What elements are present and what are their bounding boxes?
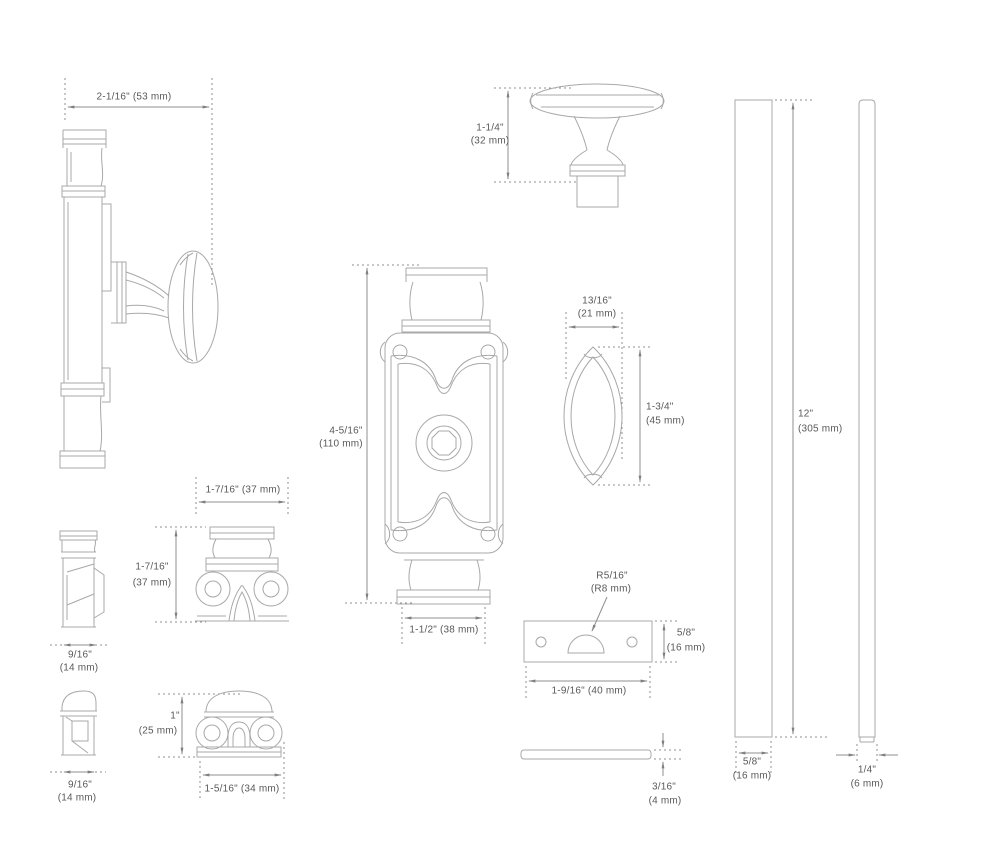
dim-label-rod-length-mm: (305 mm) xyxy=(798,423,843,435)
rod-flat-view xyxy=(734,99,773,776)
bracket-lobe xyxy=(253,571,289,607)
dim-label-strike-height-mm: (16 mm) xyxy=(666,642,706,654)
knob-stem xyxy=(570,115,624,166)
knob xyxy=(167,250,219,364)
guide-bracket-front-upper-view xyxy=(155,477,289,623)
extension-line xyxy=(195,477,289,516)
knob-neck xyxy=(125,271,170,319)
dim-label-guide-front-lower-height-in: 1" xyxy=(170,710,180,722)
dim-label-strike-width: 1-9/16" (40 mm) xyxy=(551,685,627,697)
screw-hole xyxy=(535,636,547,648)
dim-label-guide-side-lower-width-mm: (14 mm) xyxy=(57,792,97,804)
rod-length-dimension xyxy=(775,99,830,738)
dim-label-plate-height-mm: (110 mm) xyxy=(319,438,363,450)
guide-bracket-side-upper-view xyxy=(50,530,108,647)
dim-label-guide-front-upper-height-mm: (37 mm) xyxy=(132,577,172,589)
bracket-lobe xyxy=(195,716,229,750)
dim-label-oval-height-in: 1-3/4" xyxy=(646,401,674,413)
dim-label-knob-height-in: 1-1/4" xyxy=(476,122,504,134)
half-round-notch xyxy=(567,634,605,654)
screw-hole xyxy=(392,526,408,542)
dim-label-oval-height-mm: (45 mm) xyxy=(646,415,685,427)
knob-detail-view xyxy=(494,83,665,208)
dim-label-plate-width: 1-1/2" (38 mm) xyxy=(409,624,479,636)
dim-label-rod-length-in: 12" xyxy=(798,408,814,420)
dim-label-guide-side-upper-width-mm: (14 mm) xyxy=(59,662,99,674)
extension-line xyxy=(654,749,682,760)
oval-outline xyxy=(563,346,623,486)
screw-hole xyxy=(257,724,275,742)
rod-round-view xyxy=(836,99,898,764)
guide-bracket-side-lower-view xyxy=(50,690,106,774)
dim-label-guide-front-lower-width: 1-5/16" (34 mm) xyxy=(204,783,280,795)
screw-hole xyxy=(204,580,222,598)
dim-label-strike-height-in: 5/8" xyxy=(676,627,696,639)
dim-label-strike-radius-in: R5/16" xyxy=(596,570,628,582)
screw-hole xyxy=(480,526,496,542)
dim-label-guide-side-upper-width-in: 9/16" xyxy=(67,649,93,661)
dim-label-oval-width-mm: (21 mm) xyxy=(577,308,617,320)
backplate-front-view xyxy=(345,264,509,646)
extension-line xyxy=(525,666,651,700)
oval-escutcheon-view xyxy=(563,312,652,486)
screw-hole xyxy=(262,580,280,598)
extension-line xyxy=(856,744,878,764)
rod-round-outline xyxy=(858,99,876,738)
extension-line xyxy=(199,742,285,800)
dim-label-guide-front-lower-height-mm: (25 mm) xyxy=(138,725,178,737)
latch-side-view xyxy=(59,78,219,469)
strike-plate-edge-outline xyxy=(520,749,652,760)
dim-label-strike-thickness-mm: (4 mm) xyxy=(648,795,682,807)
backplate-outline xyxy=(384,332,504,554)
radius-leader-line xyxy=(591,596,608,632)
dim-label-knob-height-mm: (32 mm) xyxy=(470,135,510,147)
screw-hole xyxy=(480,344,496,360)
dim-label-rod-narrow-width-in: 1/4" xyxy=(857,764,877,776)
strike-plate-edge-view xyxy=(520,733,682,776)
dim-label-guide-front-upper-height-in: 1-7/16" xyxy=(135,561,169,573)
dim-label-rod-wide-width-in: 5/8" xyxy=(742,756,762,768)
dim-label-latch-width: 2-1/16" (53 mm) xyxy=(96,91,172,103)
dim-label-strike-radius-mm: (R8 mm) xyxy=(590,583,632,595)
bracket-lobe xyxy=(249,716,283,750)
dim-label-guide-front-upper-width: 1-7/16" (37 mm) xyxy=(205,484,281,496)
dim-label-strike-thickness-in: 3/16" xyxy=(651,781,677,793)
screw-hole xyxy=(392,344,408,360)
knob-shank xyxy=(576,176,619,208)
knob-head xyxy=(529,83,665,119)
dim-label-rod-wide-width-mm: (16 mm) xyxy=(732,770,772,782)
screw-hole xyxy=(626,636,638,648)
extension-line xyxy=(655,620,678,663)
dim-label-oval-width-in: 13/16" xyxy=(582,295,612,307)
guide-bracket-front-lower-view xyxy=(158,690,285,800)
extension-line xyxy=(155,526,206,623)
extension-line xyxy=(735,741,772,776)
screw-hole xyxy=(203,724,221,742)
strike-plate-front-view xyxy=(523,596,678,700)
bracket-lobe xyxy=(195,571,231,607)
dim-label-plate-height-in: 4-5/16" xyxy=(329,425,363,437)
rod-flat-outline xyxy=(734,99,773,738)
strike-plate-outline xyxy=(523,620,653,663)
dim-label-guide-side-lower-width-in: 9/16" xyxy=(67,779,93,791)
center-boss xyxy=(415,414,473,472)
dim-label-rod-narrow-width-mm: (6 mm) xyxy=(850,778,884,790)
